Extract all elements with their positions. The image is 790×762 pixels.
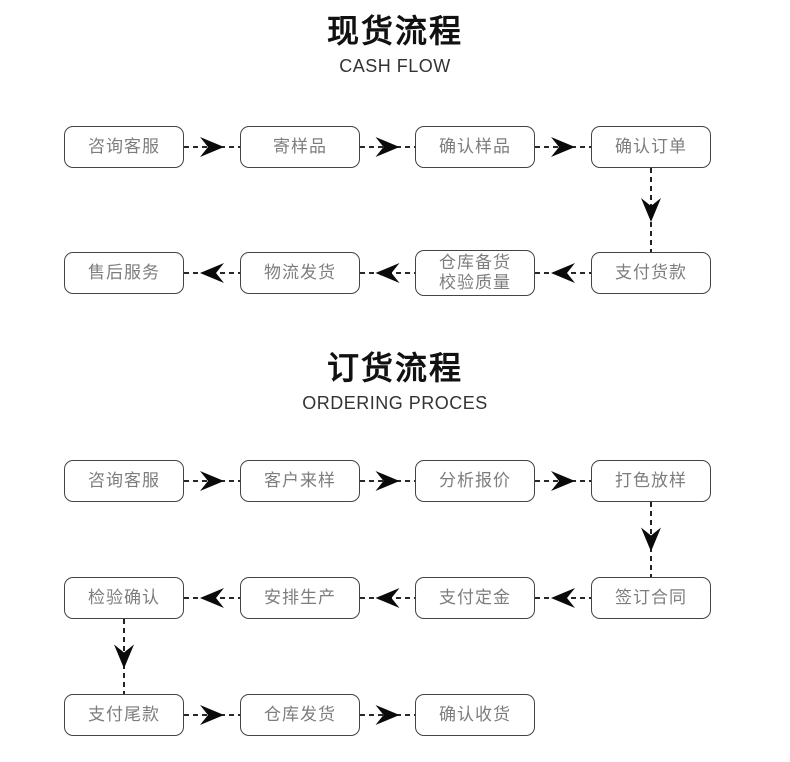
flow-step-box: 安排生产 (240, 577, 360, 619)
flow-step-box: 物流发货 (240, 252, 360, 294)
flow-arrow-left-icon (535, 262, 591, 284)
flow-step-box: 客户来样 (240, 460, 360, 502)
flow-step-box: 售后服务 (64, 252, 184, 294)
flow-step-label: 仓库备货 校验质量 (439, 253, 511, 292)
flow-step-label: 检验确认 (88, 588, 160, 608)
flow-step-label: 寄样品 (273, 137, 327, 157)
flow-step-label: 确认样品 (439, 137, 511, 157)
flow-step-label: 打色放样 (615, 471, 687, 491)
section2-title: 订货流程 (326, 350, 463, 386)
section1-subtitle: CASH FLOW (339, 56, 451, 76)
flow-arrow-left-icon (535, 587, 591, 609)
flow-step-box: 分析报价 (415, 460, 535, 502)
flow-arrow-right-icon (360, 136, 415, 158)
flow-step-box: 咨询客服 (64, 126, 184, 168)
flow-step-label: 支付定金 (439, 588, 511, 608)
flow-step-box: 确认订单 (591, 126, 711, 168)
flow-step-box: 检验确认 (64, 577, 184, 619)
flow-arrow-left-icon (360, 587, 415, 609)
flow-arrow-right-icon (360, 704, 415, 726)
flow-step-label: 分析报价 (439, 471, 511, 491)
flow-step-label: 物流发货 (264, 263, 336, 283)
flow-arrow-right-icon (184, 704, 240, 726)
flow-arrow-right-icon (535, 470, 591, 492)
flow-step-box: 确认样品 (415, 126, 535, 168)
flow-arrow-right-icon (184, 470, 240, 492)
flow-arrow-right-icon (360, 470, 415, 492)
flow-step-box: 签订合同 (591, 577, 711, 619)
flow-step-label: 支付尾款 (88, 705, 160, 725)
flow-step-label: 支付货款 (615, 263, 687, 283)
flow-step-label: 安排生产 (264, 588, 336, 608)
flow-step-box: 支付货款 (591, 252, 711, 294)
flow-step-box: 仓库备货 校验质量 (415, 250, 535, 296)
flow-arrow-left-icon (184, 587, 240, 609)
flow-arrow-left-icon (360, 262, 415, 284)
flow-step-label: 仓库发货 (264, 705, 336, 725)
flow-step-label: 确认订单 (615, 137, 687, 157)
flow-arrow-down-icon (640, 168, 662, 252)
flow-arrow-down-icon (640, 502, 662, 577)
flow-step-label: 客户来样 (264, 471, 336, 491)
flow-step-box: 寄样品 (240, 126, 360, 168)
flow-step-box: 支付尾款 (64, 694, 184, 736)
flow-step-box: 仓库发货 (240, 694, 360, 736)
flow-step-box: 打色放样 (591, 460, 711, 502)
flow-arrow-right-icon (535, 136, 591, 158)
flow-arrow-left-icon (184, 262, 240, 284)
flow-step-box: 支付定金 (415, 577, 535, 619)
section2-subtitle: ORDERING PROCES (302, 393, 488, 413)
flow-step-label: 咨询客服 (88, 137, 160, 157)
flow-step-box: 咨询客服 (64, 460, 184, 502)
section1-title: 现货流程 (326, 13, 463, 49)
flow-arrow-down-icon (113, 619, 135, 694)
flow-step-label: 咨询客服 (88, 471, 160, 491)
flow-arrow-right-icon (184, 136, 240, 158)
flow-step-label: 签订合同 (615, 588, 687, 608)
flow-step-box: 确认收货 (415, 694, 535, 736)
flow-step-label: 售后服务 (88, 263, 160, 283)
flow-step-label: 确认收货 (439, 705, 511, 725)
